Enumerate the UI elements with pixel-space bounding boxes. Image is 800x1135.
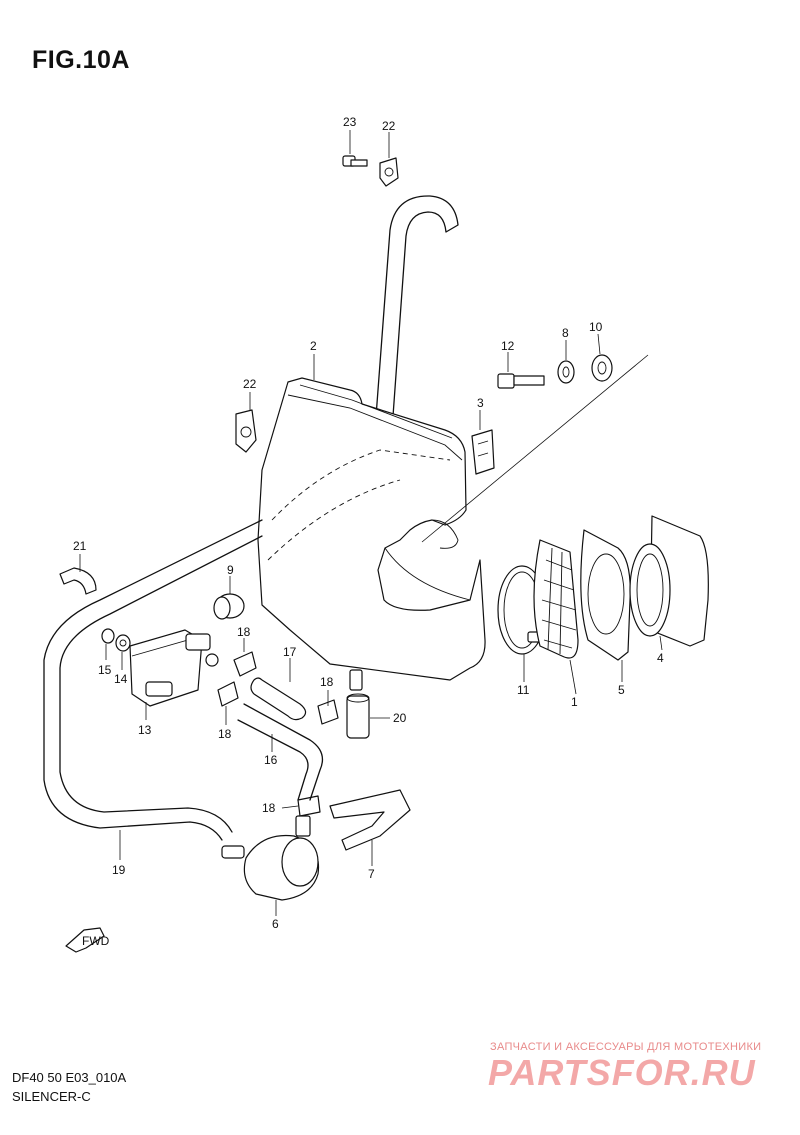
- part-18-clamp-d: [297, 795, 321, 817]
- part-20-pipe: [346, 669, 370, 739]
- label-18-b: 18: [218, 727, 232, 741]
- part-21-clip: [59, 567, 97, 595]
- part-19-hose: [43, 519, 263, 841]
- label-20: 20: [393, 711, 407, 725]
- part-4-duct: [629, 515, 709, 647]
- label-2: 2: [310, 339, 317, 353]
- label-3: 3: [477, 396, 484, 410]
- label-23: 23: [343, 115, 357, 129]
- label-22-top: 22: [382, 119, 396, 133]
- part-labels: 23 22 2 22 12 8 10 3 21 9 18 17 15 14 13…: [73, 115, 664, 931]
- part-breather-hose-top: [374, 195, 459, 431]
- part-13-valve: [129, 629, 219, 707]
- part-7-bracket: [329, 789, 411, 851]
- fwd-arrow-icon: FWD: [65, 927, 110, 953]
- label-11: 11: [517, 683, 530, 697]
- watermark-logo: PARTSFOR.RU: [488, 1052, 756, 1093]
- watermark-tagline: ЗАПЧАСТИ И АКСЕССУАРЫ ДЛЯ МОТОТЕХНИКИ: [490, 1041, 762, 1053]
- part-3-bracket: [471, 429, 495, 475]
- part-22-clamp-left: [235, 409, 257, 453]
- label-22-left: 22: [243, 377, 257, 391]
- part-2-silencer-case: [257, 377, 486, 681]
- label-10: 10: [589, 320, 603, 334]
- label-1: 1: [571, 695, 578, 709]
- figure-code: DF40 50 E03_010A: [12, 1070, 127, 1085]
- label-14: 14: [114, 672, 128, 686]
- label-18-a: 18: [237, 625, 251, 639]
- part-17-hose: [250, 677, 307, 721]
- part-18-clamp-c: [317, 699, 339, 725]
- part-22-clamp-top: [379, 157, 399, 187]
- part-10-grommet: [591, 354, 613, 382]
- part-8-washer: [557, 360, 575, 384]
- label-4: 4: [657, 651, 664, 665]
- label-5: 5: [618, 683, 625, 697]
- part-9-grommet: [213, 593, 245, 620]
- figure-title: FIG.10A: [32, 46, 130, 74]
- label-16: 16: [264, 753, 278, 767]
- leader-line-mount: [421, 354, 649, 543]
- label-12: 12: [501, 339, 515, 353]
- figure-name: SILENCER-C: [12, 1089, 91, 1104]
- label-13: 13: [138, 723, 152, 737]
- label-18-d: 18: [262, 801, 276, 815]
- part-5-gasket: [580, 529, 631, 661]
- label-8: 8: [562, 326, 569, 340]
- part-12-bolt: [497, 373, 545, 389]
- leader-lines: [79, 130, 663, 916]
- label-7: 7: [368, 867, 375, 881]
- label-18-c: 18: [320, 675, 334, 689]
- part-18-clamp-b: [217, 681, 239, 707]
- part-18-clamp-a: [233, 651, 257, 677]
- label-17: 17: [283, 645, 297, 659]
- svg-text:FWD: FWD: [82, 934, 110, 948]
- label-9: 9: [227, 563, 234, 577]
- part-23-bolt: [342, 155, 368, 167]
- label-21: 21: [73, 539, 87, 553]
- label-15: 15: [98, 663, 112, 677]
- part-1-screen: [533, 539, 579, 659]
- part-15-nut: [101, 628, 115, 644]
- part-16-hose: [237, 703, 324, 801]
- label-6: 6: [272, 917, 279, 931]
- part-6-filter: [221, 815, 320, 901]
- label-19: 19: [112, 863, 126, 877]
- part-14-washer: [115, 634, 131, 652]
